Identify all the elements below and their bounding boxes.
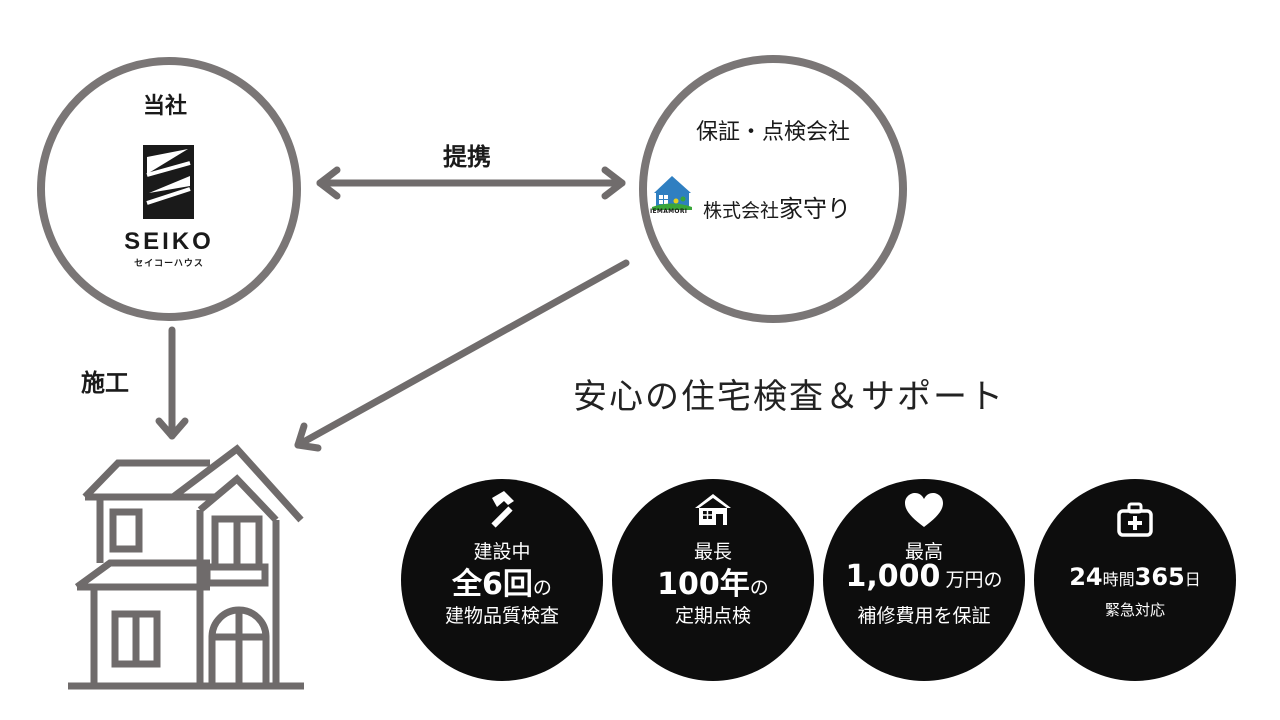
hammer-icon — [491, 491, 514, 528]
feature-3-suffix: 万円の — [945, 569, 1003, 591]
feature-4-days-unit: 日 — [1184, 570, 1201, 589]
iemamori-logo-icon — [652, 176, 692, 210]
feature-1-line1: 建設中 — [473, 541, 531, 563]
feature-periodic-check: 最長 100年の 定期点検 — [612, 479, 814, 681]
first-aid-kit-icon — [1117, 502, 1153, 537]
feature-2-line1: 最長 — [693, 541, 732, 563]
seiko-logo-subtext: セイコーハウス — [134, 259, 204, 269]
partner-circle — [639, 55, 907, 323]
house-illustration — [68, 444, 304, 690]
feature-1-line3: 建物品質検査 — [444, 605, 559, 627]
partner-title: 保証・点検会社 — [695, 120, 850, 145]
feature-3-line1: 最高 — [904, 541, 943, 563]
inspection-arrow — [294, 259, 630, 452]
partnership-label: 提携 — [443, 143, 491, 171]
feature-4-line2: 緊急対応 — [1104, 601, 1165, 619]
feature-4-line1: 24時間365日 — [1034, 563, 1236, 591]
feature-inspection: 建設中 全6回の 建物品質検査 — [401, 479, 603, 681]
seiko-logo-mark — [143, 145, 194, 219]
feature-1-suffix: の — [532, 577, 552, 599]
feature-2-highlight: 100年 — [657, 567, 750, 602]
partnership-arrow — [316, 166, 626, 200]
partner-name-prefix: 株式会社 — [703, 200, 780, 222]
feature-1-line2: 全6回の — [401, 559, 603, 603]
feature-3-line2: 1,000 万円の — [823, 559, 1025, 594]
partner-logo-caption: IEMAMORI — [650, 208, 688, 215]
feature-2-line2: 100年の — [612, 559, 814, 603]
feature-2-line3: 定期点検 — [674, 605, 751, 627]
heart-icon — [905, 493, 943, 527]
house-icon — [695, 494, 731, 525]
company-circle — [37, 57, 301, 321]
feature-4-hours: 24 — [1069, 563, 1103, 591]
feature-3-line3: 補修費用を保証 — [857, 605, 991, 627]
feature-4-hours-unit: 時間 — [1102, 570, 1135, 589]
seiko-logo-text: SEIKO — [124, 228, 214, 255]
construction-arrow — [155, 326, 189, 440]
partner-name-main: 家守り — [779, 195, 852, 223]
feature-2-suffix: の — [749, 577, 769, 599]
company-label: 当社 — [143, 94, 188, 119]
feature-4-days: 365 — [1134, 563, 1185, 591]
construction-label: 施工 — [81, 369, 129, 397]
feature-emergency: 24時間365日 緊急対応 — [1034, 479, 1236, 681]
headline: 安心の住宅検査＆サポート — [573, 377, 1005, 417]
feature-1-highlight: 全6回 — [452, 567, 533, 602]
partner-company-name: 株式会社家守り — [703, 189, 851, 224]
feature-3-highlight: 1,000 — [845, 559, 941, 594]
feature-repair-guarantee: 最高 1,000 万円の 補修費用を保証 — [823, 479, 1025, 681]
